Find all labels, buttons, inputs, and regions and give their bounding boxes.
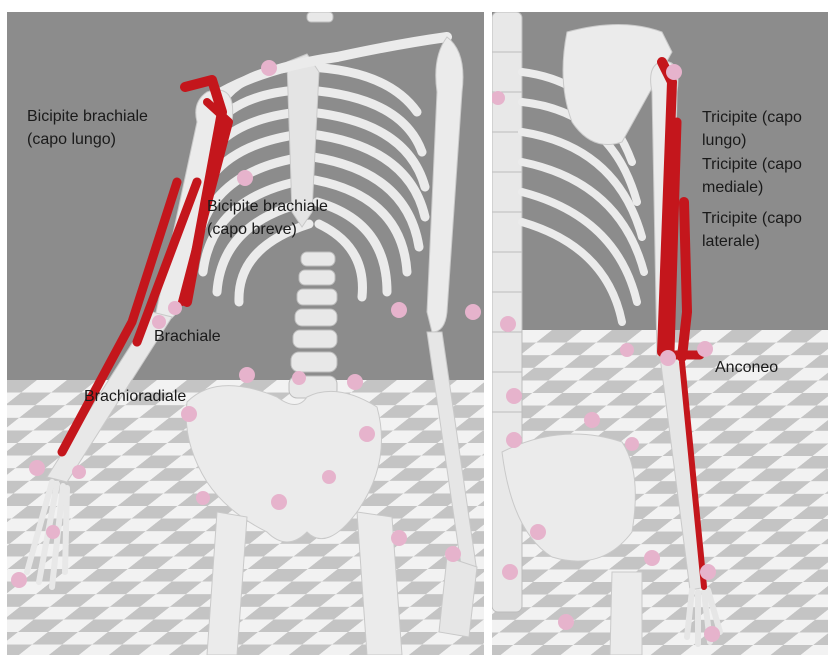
label-biceps-short-line1: Bicipite brachiale [207,195,328,218]
label-brachioradialis: Brachioradiale [84,385,186,408]
posterior-view-panel: Tricipite (capo lungo) Tricipite (capo m… [492,12,828,655]
label-triceps-long-line2: lungo) [702,129,802,152]
label-triceps-medial-line2: mediale) [702,176,802,199]
label-triceps-medial-line1: Tricipite (capo [702,153,802,176]
label-triceps-lateral-head: Tricipite (capo laterale) [702,207,802,253]
label-triceps-long-line1: Tricipite (capo [702,106,802,129]
label-triceps-lateral-line2: laterale) [702,230,802,253]
triceps-lateral-head-muscle [682,202,687,357]
label-brachialis: Brachiale [154,325,221,348]
label-triceps-long-head: Tricipite (capo lungo) [702,106,802,152]
label-biceps-short-head: Bicipite brachiale (capo breve) [207,195,328,241]
label-biceps-long-head: Bicipite brachiale (capo lungo) [27,105,148,151]
label-biceps-short-line2: (capo breve) [207,218,328,241]
label-triceps-medial-head: Tricipite (capo mediale) [702,153,802,199]
label-anconeus: Anconeo [715,356,778,379]
label-biceps-long-line2: (capo lungo) [27,128,148,151]
label-biceps-long-line1: Bicipite brachiale [27,105,148,128]
femur [610,572,642,655]
anterior-view-panel: Bicipite brachiale (capo lungo) Bicipite… [7,12,484,655]
label-triceps-lateral-line1: Tricipite (capo [702,207,802,230]
